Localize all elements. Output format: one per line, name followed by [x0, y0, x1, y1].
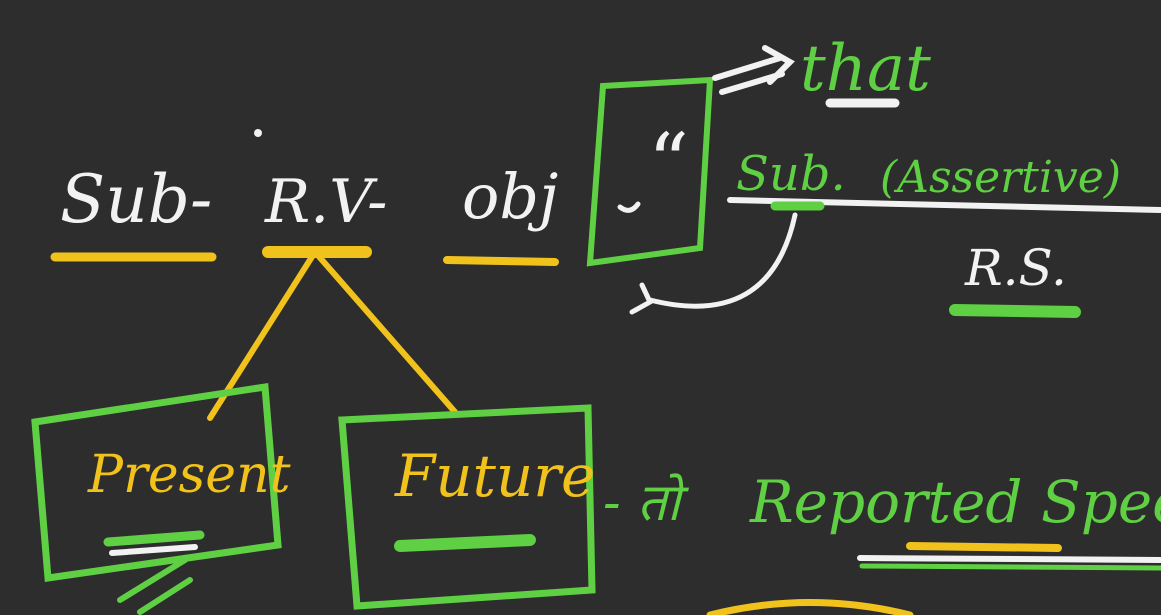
reported-speech-underline-green	[859, 563, 1161, 571]
open-quote-mark: “	[648, 116, 689, 209]
reported-speech-words: Reported Speech	[749, 468, 1161, 536]
present-underline-green	[103, 530, 205, 547]
curved-arrow	[629, 212, 798, 315]
assertive-word: (Assertive)	[880, 152, 1121, 203]
rs-word: R.S.	[964, 239, 1067, 297]
future-box	[338, 404, 596, 610]
arrow-text: - तो	[603, 473, 690, 533]
bottom-yellow-arc	[706, 599, 914, 615]
future-underline-green	[394, 534, 536, 552]
obj-underline	[443, 256, 559, 266]
reported-speech-underline-white	[857, 555, 1161, 563]
sub-word: Sub-	[60, 161, 212, 238]
rs-underline	[949, 304, 1081, 318]
present-underline-white	[109, 544, 198, 556]
rv-tick-mark	[254, 129, 262, 137]
obj-word: obj	[462, 160, 558, 233]
reported-speech-underline-yellow	[906, 542, 1062, 552]
present-word: Present	[87, 445, 291, 505]
present-box	[31, 382, 282, 582]
that-word: that	[800, 32, 931, 106]
rv-word: R.V-	[264, 167, 387, 237]
future-word: Future	[394, 442, 595, 510]
quote-hook-mark	[617, 201, 641, 213]
sub-green-word: Sub.	[736, 146, 846, 202]
branch-line-future	[312, 249, 458, 415]
present-scribble	[117, 557, 193, 615]
arrow-to-that	[712, 45, 795, 95]
quote-box	[586, 76, 714, 267]
